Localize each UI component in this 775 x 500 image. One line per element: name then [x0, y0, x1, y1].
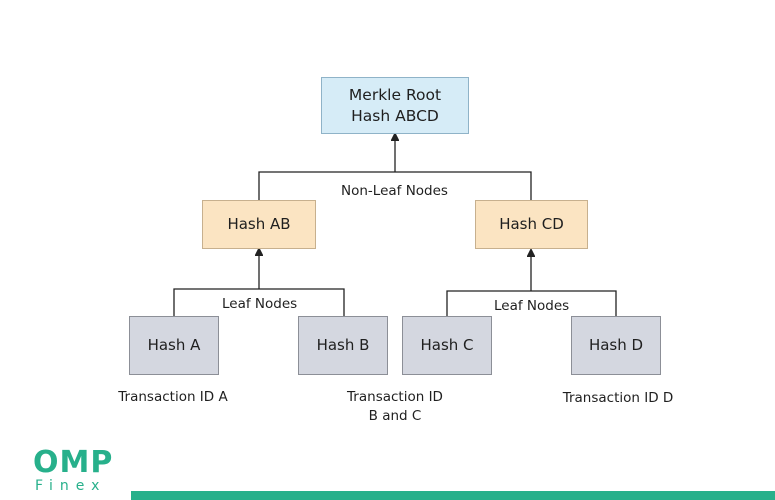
leaf-nodes-label-right: Leaf Nodes	[492, 297, 572, 316]
hash-a-node: Hash A	[129, 316, 219, 375]
finex-logo-text: Finex	[35, 478, 107, 494]
omp-logo-text: OMP	[33, 445, 114, 480]
transaction-id-d: Transaction ID D	[562, 390, 674, 406]
hash-b-node: Hash B	[298, 316, 388, 375]
hash-ab-node: Hash AB	[202, 200, 316, 249]
hash-cd-node: Hash CD	[475, 200, 588, 249]
footer-accent-bar	[131, 491, 775, 500]
hash-c-node: Hash C	[402, 316, 492, 375]
leaf-nodes-label-left: Leaf Nodes	[220, 295, 300, 314]
merkle-root-node: Merkle Root Hash ABCD	[321, 77, 469, 134]
non-leaf-nodes-label: Non-Leaf Nodes	[339, 182, 450, 201]
transaction-id-a: Transaction ID A	[118, 389, 228, 405]
hash-d-node: Hash D	[571, 316, 661, 375]
transaction-id-b-and-c: Transaction ID B and C	[347, 389, 443, 424]
